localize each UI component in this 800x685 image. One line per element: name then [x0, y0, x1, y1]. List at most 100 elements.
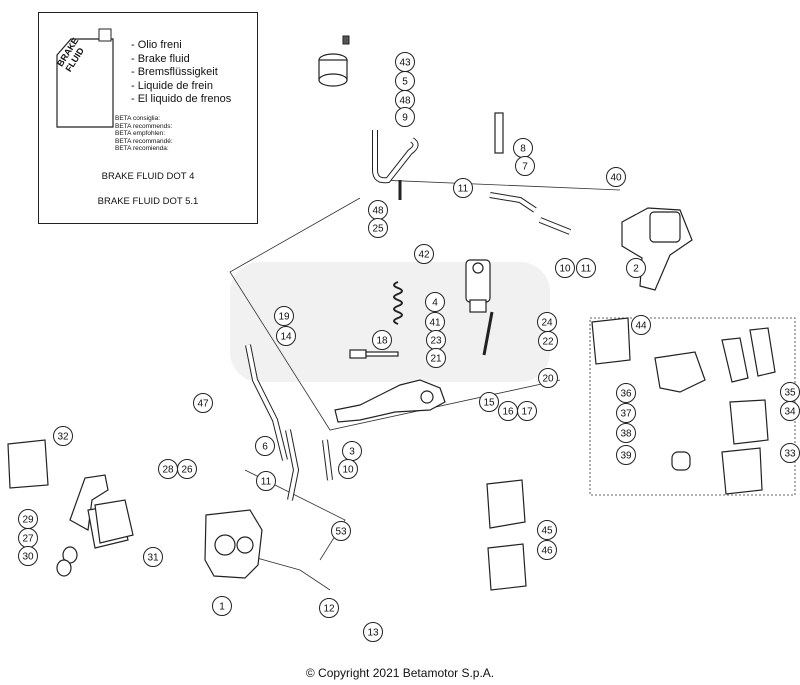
- callout-7: 7: [515, 156, 535, 176]
- fluid-names-list: - Olio freni - Brake fluid - Bremsflüssi…: [131, 39, 231, 107]
- callout-label: 11: [458, 184, 469, 195]
- rear-brake-caliper: [621, 207, 693, 291]
- callout-circle: [626, 258, 646, 278]
- callout-label: 6: [262, 442, 268, 453]
- callout-41: 41: [425, 312, 445, 332]
- callout-circle: [517, 401, 537, 421]
- callout-circle: [616, 423, 636, 443]
- callout-label: 26: [181, 465, 193, 476]
- recommend-it: BETA consiglia:: [115, 115, 161, 122]
- callout-label: 39: [620, 451, 632, 462]
- callout-34: 34: [780, 401, 800, 421]
- callout-circle: [212, 596, 232, 616]
- callout-30: 30: [18, 546, 38, 566]
- callout-label: 47: [197, 399, 209, 410]
- recommend-en: BETA recommends:: [115, 122, 173, 130]
- callout-31: 31: [143, 547, 163, 567]
- callout-circle: [363, 622, 383, 642]
- callout-10: 10: [338, 459, 358, 479]
- callout-label: 42: [418, 250, 430, 261]
- callout-circle: [143, 547, 163, 567]
- recommendations-list: BETA consiglia: BETA recommends: BETA em…: [115, 115, 173, 153]
- callout-circle: [576, 258, 596, 278]
- guide-lines: [209, 179, 621, 591]
- callout-label: 35: [784, 388, 796, 399]
- callout-circle: [274, 306, 294, 326]
- callout-11: 11: [256, 471, 276, 491]
- callout-label: 10: [342, 465, 354, 476]
- callout-9: 9: [395, 107, 415, 127]
- callout-label: 23: [430, 336, 442, 347]
- callout-label: 21: [430, 354, 442, 365]
- callout-circle: [368, 218, 388, 238]
- callout-label: 40: [610, 173, 622, 184]
- callout-38: 38: [616, 423, 636, 443]
- callout-circle: [555, 258, 575, 278]
- callout-label: 11: [581, 264, 592, 275]
- callout-3: 3: [342, 441, 362, 461]
- callout-label: 19: [278, 312, 290, 323]
- callout-44: 44: [631, 315, 651, 335]
- callout-12: 12: [319, 598, 339, 618]
- callout-28: 28: [158, 459, 178, 479]
- callout-label: 17: [521, 407, 533, 418]
- callout-label: 2: [633, 264, 639, 275]
- callout-label: 20: [542, 374, 554, 385]
- brake-fluid-info-box: BRAKE FLUID - Olio freni - Brake fluid -…: [38, 12, 258, 224]
- callout-19: 19: [274, 306, 294, 326]
- callout-label: 32: [57, 432, 69, 443]
- callout-label: 29: [22, 515, 34, 526]
- fluid-bottle-icon: [56, 28, 114, 128]
- callout-circle: [426, 348, 446, 368]
- callout-label: 36: [620, 389, 632, 400]
- callout-label: 8: [520, 144, 526, 155]
- callout-13: 13: [363, 622, 383, 642]
- callout-label: 4: [432, 298, 438, 309]
- pivot-bolt: [349, 349, 399, 359]
- callout-circle: [319, 598, 339, 618]
- callout-circle: [338, 459, 358, 479]
- callout-46: 46: [537, 540, 557, 560]
- callout-circle: [331, 521, 351, 541]
- callout-label: 1: [219, 602, 225, 613]
- callout-circle: [276, 326, 296, 346]
- bushings: [56, 546, 78, 577]
- spec-dot51: BRAKE FLUID DOT 5.1: [97, 196, 199, 207]
- callout-circle: [53, 426, 73, 446]
- rear-brake-hose: [489, 112, 572, 235]
- fluid-name-es: - El liquido de frenos: [131, 93, 232, 105]
- callout-21: 21: [426, 348, 446, 368]
- rear-pads: [654, 327, 776, 471]
- callout-label: 46: [541, 546, 553, 557]
- callout-26: 26: [177, 459, 197, 479]
- callout-32: 32: [53, 426, 73, 446]
- callout-20: 20: [538, 368, 558, 388]
- callout-24: 24: [537, 312, 557, 332]
- callout-circle: [177, 459, 197, 479]
- callout-53: 53: [331, 521, 351, 541]
- return-spring: [393, 281, 403, 325]
- callout-circle: [414, 244, 434, 264]
- front-brake-pads: [87, 499, 134, 549]
- fluid-name-fr: - Liquide de frein: [131, 79, 213, 92]
- callout-circle: [18, 546, 38, 566]
- recommend-de: BETA empfohlen:: [115, 130, 166, 137]
- callout-label: 44: [635, 321, 647, 332]
- rear-master-cylinder: [465, 259, 491, 313]
- callout-label: 9: [402, 113, 408, 124]
- callout-circle: [538, 368, 558, 388]
- callout-6: 6: [255, 436, 275, 456]
- callout-22: 22: [538, 331, 558, 351]
- callout-14: 14: [276, 326, 296, 346]
- callout-33: 33: [780, 443, 800, 463]
- copyright-text: © Copyright 2021 Betamotor S.p.A.: [305, 666, 495, 680]
- callout-label: 7: [522, 162, 528, 173]
- rear-brake-pedal: [334, 379, 446, 423]
- callout-label: 30: [22, 552, 34, 563]
- callout-circle: [372, 330, 392, 350]
- callout-16: 16: [498, 401, 518, 421]
- callout-40: 40: [606, 167, 626, 187]
- callout-label: 37: [620, 409, 632, 420]
